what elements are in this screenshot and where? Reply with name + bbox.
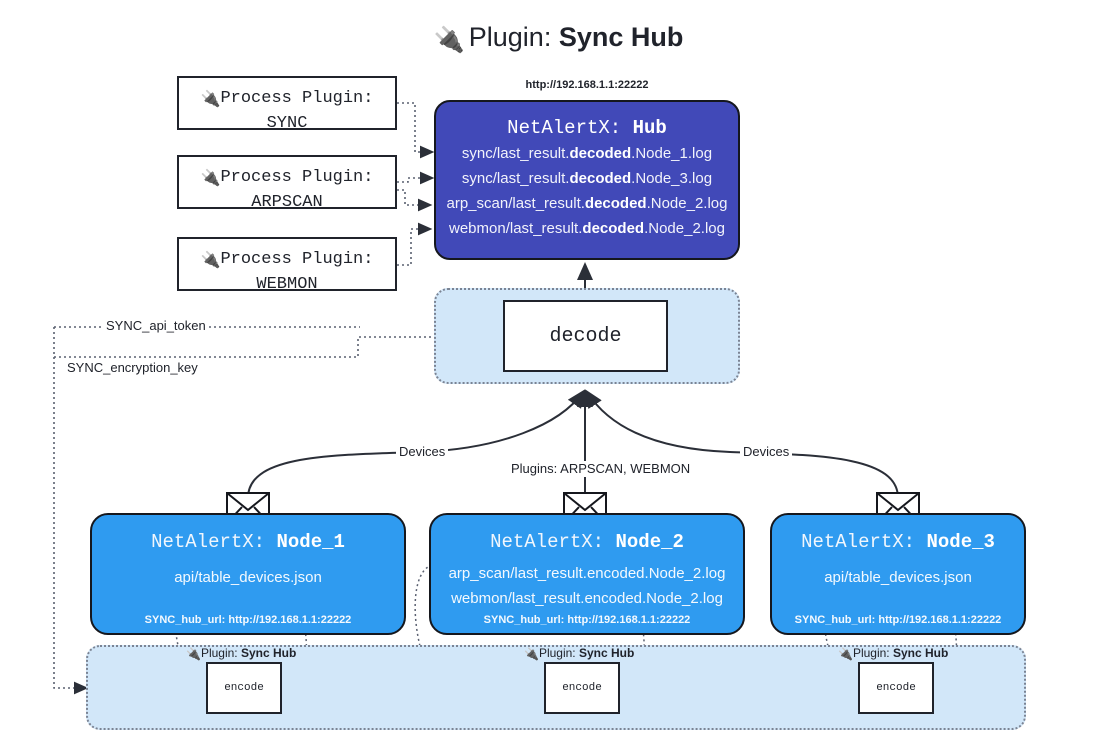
node-label: NetAlertX: Node_2 <box>431 529 743 555</box>
encode-box-node-1[interactable]: encode <box>206 662 282 714</box>
process-plugin-name: SYNC <box>266 114 308 133</box>
encode-plugin-caption: 🔌Plugin: Sync Hub <box>524 646 634 662</box>
page-title: 🔌Plugin: Sync Hub <box>0 16 1117 61</box>
log-mid: decoded <box>569 170 632 187</box>
node-label: NetAlertX: Node_3 <box>772 529 1024 555</box>
hub-label: NetAlertX: Hub <box>436 115 738 141</box>
node-label-prefix: NetAlertX: <box>151 531 266 553</box>
hub-label-name: Hub <box>632 117 667 139</box>
plug-icon: 🔌 <box>200 250 221 269</box>
plug-icon: 🔌 <box>838 647 853 661</box>
log-pre: webmon/last_result. <box>449 220 583 237</box>
log-post: .Node_3.log <box>631 170 713 187</box>
page-title-name: Sync Hub <box>558 22 684 52</box>
node-footer: SYNC_hub_url: http://192.168.1.1:22222 <box>794 614 1002 626</box>
node-label: NetAlertX: Node_1 <box>92 529 404 555</box>
process-plugin-caption: Process Plugin: <box>220 168 374 187</box>
log-pre: arp_scan/last_result. <box>446 195 585 212</box>
hub-label-prefix: NetAlertX: <box>507 117 622 139</box>
hub-url: http://192.168.1.1:22222 <box>525 79 649 91</box>
process-plugin-caption: Process Plugin: <box>220 89 374 108</box>
hub-log-line: sync/last_result.decoded.Node_1.log <box>436 141 738 166</box>
node-file-line: arp_scan/last_result.encoded.Node_2.log <box>448 565 726 582</box>
log-post: .Node_1.log <box>631 145 713 162</box>
hub-box[interactable]: NetAlertX: Hub sync/last_result.decoded.… <box>434 100 740 260</box>
plug-icon: 🔌 <box>200 168 221 187</box>
encode-box-node-3[interactable]: encode <box>858 662 934 714</box>
encode-caption-prefix: Plugin: <box>538 646 576 660</box>
log-pre: sync/last_result. <box>461 170 570 187</box>
node-label-prefix: NetAlertX: <box>801 531 916 553</box>
plug-icon: 🔌 <box>186 647 201 661</box>
encode-caption-name: Sync Hub <box>579 646 635 660</box>
process-plugin-arpscan[interactable]: 🔌Process Plugin: ARPSCAN <box>177 155 397 212</box>
encode-caption-prefix: Plugin: <box>200 646 238 660</box>
hub-log-line: arp_scan/last_result.decoded.Node_2.log <box>436 191 738 216</box>
node-footer: SYNC_hub_url: http://192.168.1.1:22222 <box>483 614 691 626</box>
process-plugin-caption: Process Plugin: <box>220 250 374 269</box>
node-file-line: api/table_devices.json <box>174 569 322 586</box>
node-label-name: Node_1 <box>276 531 345 553</box>
plug-icon: 🔌 <box>433 26 465 54</box>
setting-encryption-key-label: SYNC_encryption_key <box>64 360 201 376</box>
node-1-box[interactable]: NetAlertX: Node_1 api/table_devices.json… <box>90 513 406 635</box>
setting-api-token-label: SYNC_api_token <box>103 318 209 334</box>
encode-plugin-caption: 🔌Plugin: Sync Hub <box>838 646 948 662</box>
node-3-box[interactable]: NetAlertX: Node_3 api/table_devices.json… <box>770 513 1026 635</box>
hub-log-line: webmon/last_result.decoded.Node_2.log <box>436 216 738 241</box>
encode-plugin-caption: 🔌Plugin: Sync Hub <box>186 646 296 662</box>
plug-icon: 🔌 <box>524 647 539 661</box>
node-2-box[interactable]: NetAlertX: Node_2 arp_scan/last_result.e… <box>429 513 745 635</box>
log-mid: decoded <box>569 145 632 162</box>
decode-box[interactable]: decode <box>503 300 668 372</box>
process-plugin-webmon[interactable]: 🔌Process Plugin: WEBMON <box>177 237 397 294</box>
edge-label-devices-right: Devices <box>740 444 793 460</box>
hub-log-line: sync/last_result.decoded.Node_3.log <box>436 166 738 191</box>
node-file-line: webmon/last_result.encoded.Node_2.log <box>451 590 723 607</box>
page-title-prefix: Plugin: <box>468 22 552 52</box>
log-post: .Node_2.log <box>644 220 725 237</box>
log-pre: sync/last_result. <box>461 145 570 162</box>
node-footer: SYNC_hub_url: http://192.168.1.1:22222 <box>144 614 352 626</box>
process-plugin-sync[interactable]: 🔌Process Plugin: SYNC <box>177 76 397 133</box>
log-mid: decoded <box>582 220 645 237</box>
encode-box-node-2[interactable]: encode <box>544 662 620 714</box>
plug-icon: 🔌 <box>200 89 221 108</box>
log-mid: decoded <box>584 195 647 212</box>
process-plugin-name: WEBMON <box>256 275 318 294</box>
node-label-name: Node_2 <box>615 531 684 553</box>
node-file-line: api/table_devices.json <box>824 569 972 586</box>
log-post: .Node_2.log <box>646 195 728 212</box>
edge-label-devices-left: Devices <box>396 444 449 460</box>
encode-caption-name: Sync Hub <box>893 646 949 660</box>
edge-label-plugins-center: Plugins: ARPSCAN, WEBMON <box>508 461 694 477</box>
encode-caption-prefix: Plugin: <box>852 646 890 660</box>
process-plugin-name: ARPSCAN <box>251 193 323 212</box>
node-label-name: Node_3 <box>926 531 995 553</box>
encode-caption-name: Sync Hub <box>241 646 297 660</box>
node-label-prefix: NetAlertX: <box>490 531 605 553</box>
